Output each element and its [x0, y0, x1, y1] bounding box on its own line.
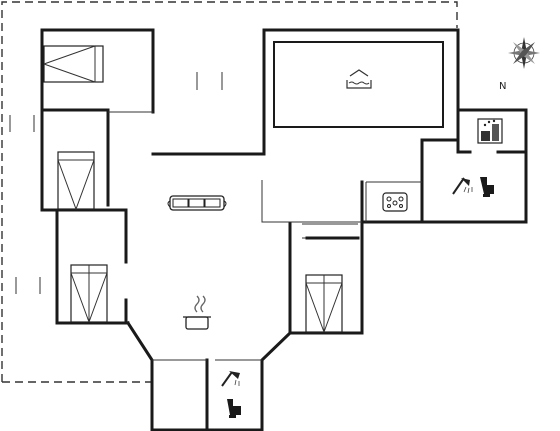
cooktop-icon [183, 295, 211, 330]
outer-walls [40, 28, 528, 431]
shower-icon [221, 371, 240, 387]
compass-rose-icon [508, 37, 540, 69]
bed-icon [57, 151, 95, 211]
compass-north-label: N [499, 81, 506, 92]
window-marks [9, 72, 223, 294]
bed-icon [70, 264, 108, 323]
sofa-icon [167, 195, 227, 211]
interior-walls [40, 108, 528, 431]
bed-icon [305, 274, 343, 333]
toilet-icon [480, 177, 494, 197]
bed-icon [43, 45, 104, 83]
pool-icon [273, 41, 444, 128]
terrace-outline [1, 1, 458, 383]
shower-icon [452, 177, 473, 195]
jacuzzi-icon [382, 192, 408, 212]
sauna-icon [477, 118, 503, 144]
toilet-icon [227, 399, 241, 418]
